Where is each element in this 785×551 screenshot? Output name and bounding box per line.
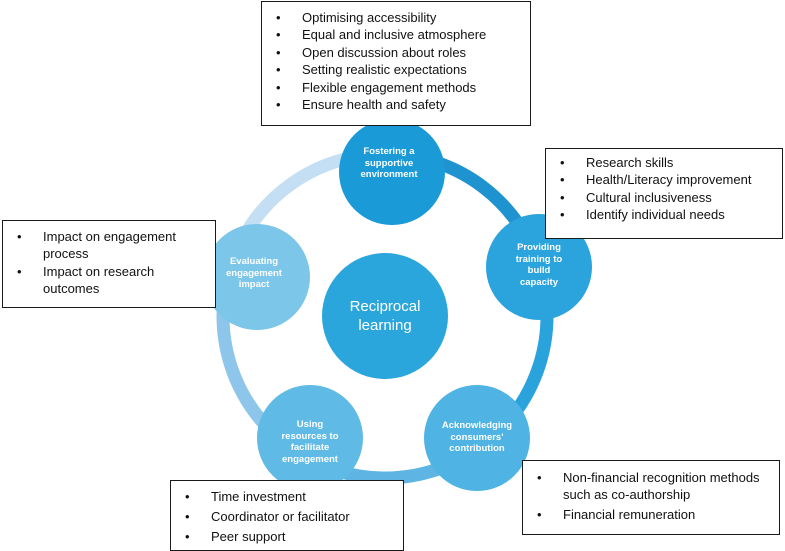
list-item: Coordinator or facilitator xyxy=(171,507,403,527)
node-circle-training xyxy=(486,214,592,320)
list-item: Financial remuneration xyxy=(523,506,769,524)
node-label-training: Providing training to build capacity xyxy=(515,242,563,288)
list-item: Impact on research outcomes xyxy=(3,263,197,298)
list-item: Setting realistic expectations xyxy=(262,61,530,79)
list-item: Open discussion about roles xyxy=(262,44,530,62)
list-item: Non-financial recognition methods such a… xyxy=(523,469,769,504)
box-fostering-details: Optimising accessibility Equal and inclu… xyxy=(261,1,531,126)
list-item: Cultural inclusiveness xyxy=(546,189,782,207)
node-circle-evaluating xyxy=(204,224,310,330)
node-circle-resources xyxy=(257,385,363,491)
list-item: Impact on engagement process xyxy=(3,228,197,263)
box-evaluating-details: Impact on engagement process Impact on r… xyxy=(2,220,216,308)
node-circle-fostering xyxy=(339,119,445,225)
box-resources-details: Time investment Coordinator or facilitat… xyxy=(170,480,404,551)
list-item: Peer support xyxy=(171,527,403,547)
box-acknowledging-details: Non-financial recognition methods such a… xyxy=(522,460,780,535)
node-label-resources: Using resources to facilitate engagement xyxy=(281,419,339,465)
list-item: Health/Literacy improvement xyxy=(546,171,782,189)
node-circle-acknowledging xyxy=(424,385,530,491)
center-circle xyxy=(322,253,448,379)
node-label-evaluating: Evaluating engagement impact xyxy=(226,256,282,290)
list-item: Equal and inclusive atmosphere xyxy=(262,26,530,44)
box-training-details: Research skills Health/Literacy improvem… xyxy=(545,148,783,239)
center-label: Reciprocal learning xyxy=(349,298,421,334)
list-item: Identify individual needs xyxy=(546,206,782,224)
node-label-fostering: Fostering a supportive environment xyxy=(360,146,418,180)
list-item: Research skills xyxy=(546,154,782,172)
list-item: Flexible engagement methods xyxy=(262,79,530,97)
node-label-acknowledging: Acknowledging consumers' contribution xyxy=(441,420,513,454)
list-item: Time investment xyxy=(171,487,403,507)
list-item: Ensure health and safety xyxy=(262,96,530,114)
list-item: Optimising accessibility xyxy=(262,9,530,27)
node-circles xyxy=(204,119,592,491)
